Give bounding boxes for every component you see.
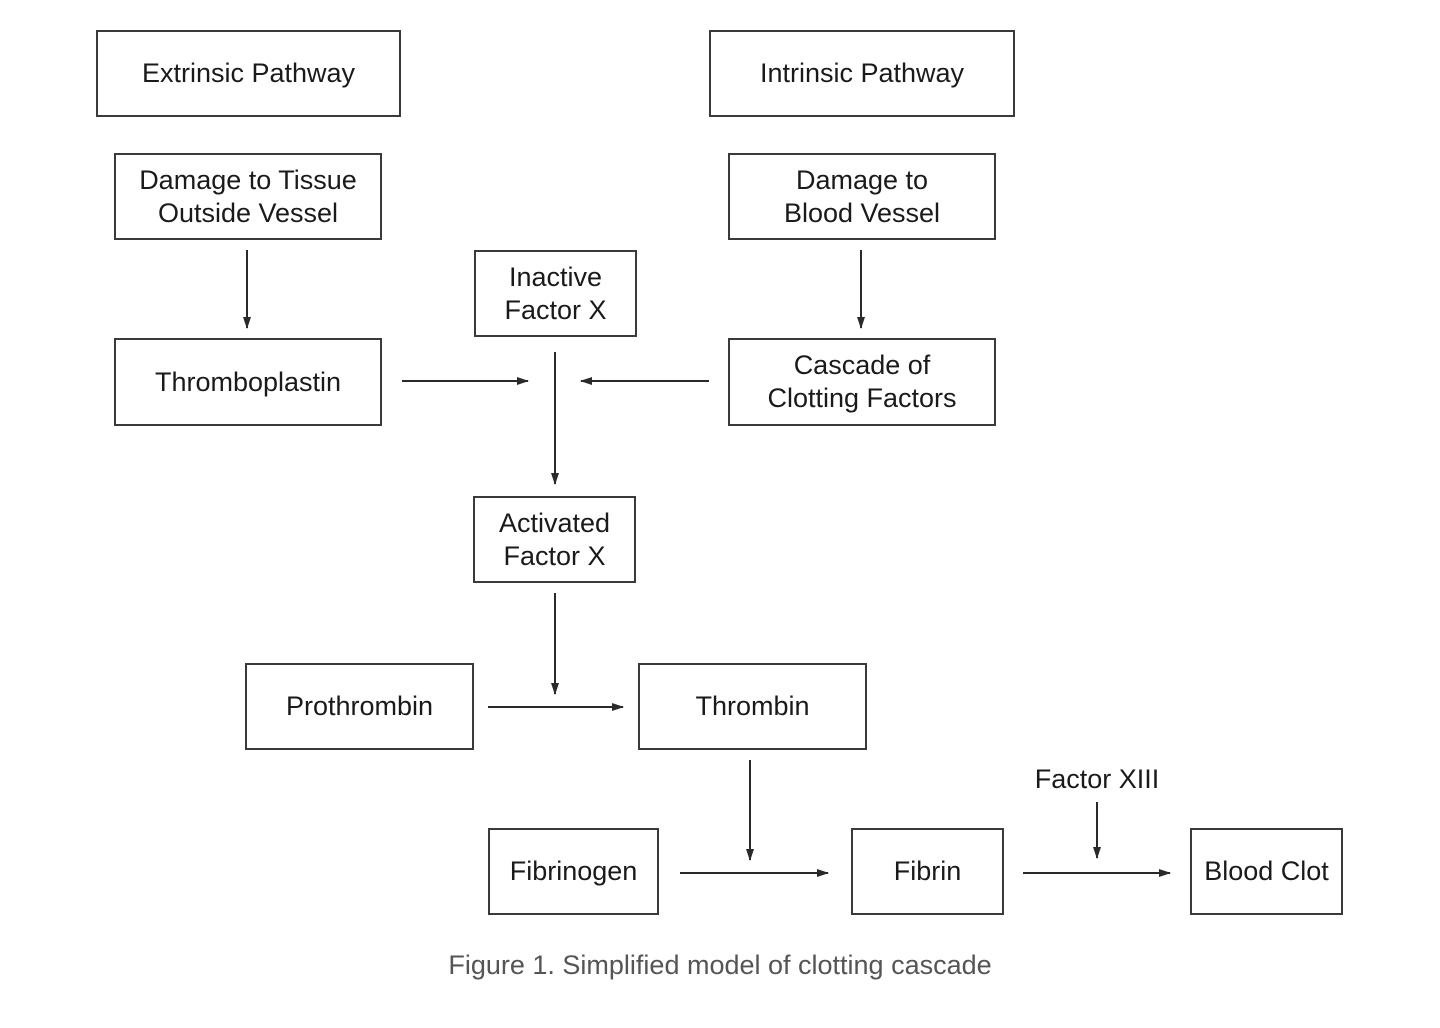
- damage-tissue-box: Damage to Tissue Outside Vessel: [114, 153, 382, 240]
- factor-xiii-label: Factor XIII: [1034, 764, 1160, 794]
- cascade-clotting-factors-label: Cascade of Clotting Factors: [767, 350, 957, 413]
- damage-vessel-box: Damage to Blood Vessel: [728, 153, 996, 240]
- thrombin-box: Thrombin: [638, 663, 867, 750]
- extrinsic-pathway-box: Extrinsic Pathway: [96, 30, 401, 117]
- intrinsic-pathway-label: Intrinsic Pathway: [759, 58, 965, 88]
- blood-clot-label: Blood Clot: [1204, 856, 1329, 886]
- fibrinogen-box: Fibrinogen: [488, 828, 659, 915]
- prothrombin-box: Prothrombin: [245, 663, 474, 750]
- extrinsic-pathway-label: Extrinsic Pathway: [141, 58, 356, 88]
- intrinsic-pathway-box: Intrinsic Pathway: [709, 30, 1015, 117]
- prothrombin-label: Prothrombin: [285, 691, 434, 721]
- thromboplastin-label: Thromboplastin: [154, 366, 342, 397]
- fibrin-box: Fibrin: [851, 828, 1004, 915]
- inactive-factor-x-box: Inactive Factor X: [474, 250, 637, 337]
- cascade-clotting-factors-box: Cascade of Clotting Factors: [728, 338, 996, 426]
- thrombin-label: Thrombin: [695, 691, 810, 721]
- thromboplastin-box: Thromboplastin: [114, 338, 382, 426]
- activated-factor-x-label: Activated Factor X: [498, 507, 611, 571]
- blood-clot-box: Blood Clot: [1190, 828, 1343, 915]
- damage-vessel-label: Damage to Blood Vessel: [783, 164, 941, 228]
- inactive-factor-x-label: Inactive Factor X: [504, 261, 607, 325]
- figure-caption: Figure 1. Simplified model of clotting c…: [448, 950, 992, 980]
- fibrin-label: Fibrin: [893, 856, 962, 886]
- activated-factor-x-box: Activated Factor X: [473, 496, 636, 583]
- fibrinogen-label: Fibrinogen: [509, 856, 638, 886]
- damage-tissue-label: Damage to Tissue Outside Vessel: [139, 164, 357, 228]
